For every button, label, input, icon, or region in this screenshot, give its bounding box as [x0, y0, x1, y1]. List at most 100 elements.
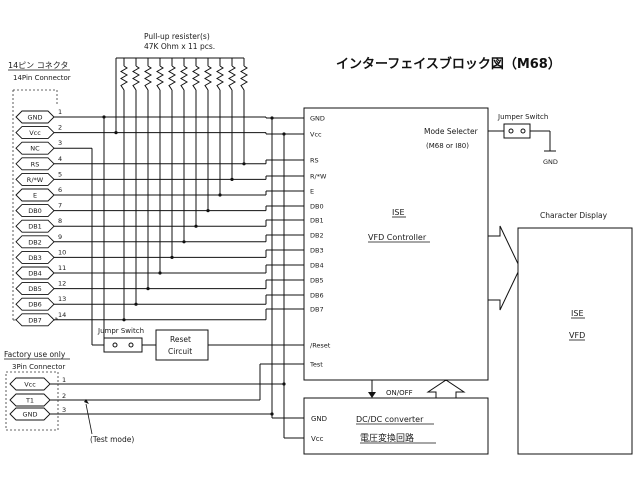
connector14-label-jp: 14ピン コネクタ: [8, 61, 68, 70]
reset-line1: Reset: [170, 335, 191, 344]
connector14-pin-name: DB6: [28, 301, 42, 309]
jumper-top-label: Jumper Switch: [497, 113, 548, 121]
connector14-pin-number: 12: [58, 280, 66, 288]
resistor: [168, 65, 176, 91]
controller-pin-label: DB7: [310, 306, 324, 314]
connector3-label-en: 3Pin Connector: [12, 363, 65, 371]
connector3-pin-number: 2: [62, 392, 66, 400]
dcdc-converter-block: [303, 397, 489, 455]
connector14-pin-name: GND: [28, 114, 43, 122]
connector14-pin-name: RS: [31, 160, 40, 168]
controller-pin-label: DB0: [310, 203, 324, 211]
connector14-pin-number: 6: [58, 186, 62, 194]
controller-pin-label: GND: [310, 115, 325, 123]
connector3-factory-label: Factory use only: [4, 350, 66, 359]
vfd-controller-block: [303, 107, 489, 381]
resistor: [228, 65, 236, 91]
connector14-pin-name: NC: [30, 145, 40, 153]
jumper-top-gnd: GND: [543, 158, 558, 166]
power-arrow: [426, 379, 466, 399]
connector3-pin: [9, 393, 51, 407]
display-title: Character Display: [540, 211, 608, 220]
connector14-pin-number: 10: [58, 248, 66, 256]
reset-line2: Circuit: [168, 347, 192, 356]
resistor: [132, 65, 140, 91]
controller-pin-label: DB4: [310, 262, 324, 270]
resistor: [216, 65, 224, 91]
connector14-pin-number: 9: [58, 233, 62, 241]
controller-pin-label: /Reset: [310, 342, 331, 350]
dcdc-line2: 電圧変換回路: [360, 432, 414, 444]
display-line2: VFD: [569, 331, 585, 340]
resistor-label-2: 47K Ohm x 11 pcs.: [144, 42, 215, 51]
connector14-pin-name: R/*W: [27, 176, 44, 184]
connector14-pin-name: E: [33, 192, 37, 200]
connector3-pin-name: T1: [25, 397, 34, 405]
resistor: [240, 65, 248, 91]
connector3-pin-number: 1: [62, 376, 66, 384]
dcdc-gnd: GND: [311, 415, 327, 423]
controller-subtitle: VFD Controller: [368, 233, 427, 242]
diagram-title: インターフェイスブロック図（M68）: [336, 56, 561, 72]
connector3-pin: [9, 407, 51, 421]
dcdc-line1: DC/DC converter: [356, 415, 424, 424]
controller-pin-label: DB2: [310, 232, 324, 240]
connector14-pin-name: DB0: [28, 207, 42, 215]
connector14-pin-number: 13: [58, 295, 66, 303]
controller-pin-label: DB3: [310, 247, 324, 255]
resistor: [192, 65, 200, 91]
resistor: [156, 65, 164, 91]
connector14-pin-number: 14: [58, 311, 66, 319]
connector14-pin-name: DB7: [28, 316, 42, 324]
controller-pin-label: DB6: [310, 292, 324, 300]
connector14-pin-number: 3: [58, 139, 62, 147]
connector3-pin-name: Vcc: [24, 381, 36, 389]
connector14-pin-number: 1: [58, 108, 62, 116]
data-arrow: [487, 225, 521, 311]
resistor: [204, 65, 212, 91]
controller-pin-label: Test: [309, 361, 323, 369]
connector14-pin-number: 4: [58, 155, 62, 163]
connector3-pin-number: 3: [62, 406, 66, 414]
test-mode-label: (Test mode): [90, 435, 134, 444]
connector14-pin-name: DB4: [28, 270, 42, 278]
connector14-pin-number: 5: [58, 170, 62, 178]
controller-pin-label: DB1: [310, 217, 324, 225]
reset-circuit-block: [155, 329, 209, 361]
controller-pin-label: R/*W: [310, 173, 327, 181]
connector14-pin-name: DB2: [28, 238, 42, 246]
connector3-pin-name: GND: [23, 411, 38, 419]
connector14-pin-number: 7: [58, 202, 62, 210]
connector14-pin-name: Vcc: [29, 129, 41, 137]
connector14-pin-number: 8: [58, 217, 62, 225]
mode-selecter-sub: (M68 or I80): [426, 142, 469, 150]
controller-name: ISE: [392, 208, 405, 217]
connector14-pin-name: DB1: [28, 223, 42, 231]
controller-pin-label: E: [310, 188, 314, 196]
connector14-pin-name: DB5: [28, 285, 42, 293]
controller-pin-label: DB5: [310, 277, 324, 285]
connector3-pin: [9, 377, 51, 391]
dcdc-vcc: Vcc: [311, 435, 324, 443]
resistor: [120, 65, 128, 91]
jumper-reset-label: Jumpr Switch: [97, 327, 144, 335]
character-display: [517, 227, 633, 455]
mode-selecter-label: Mode Selecter: [424, 127, 479, 136]
jumper-switch-reset[interactable]: [103, 337, 143, 353]
jumper-switch-top[interactable]: [503, 123, 531, 139]
connector14-label-en: 14Pin Connector: [13, 74, 71, 82]
controller-pin-label: RS: [310, 157, 319, 165]
onoff-label: ON/OFF: [386, 389, 413, 397]
connector14-pin-number: 2: [58, 124, 62, 132]
display-line1: ISE: [571, 309, 584, 318]
controller-pin-label: Vcc: [310, 131, 322, 139]
connector14-pin-number: 11: [58, 264, 66, 272]
resistor-label-1: Pull-up resister(s): [144, 32, 210, 41]
connector14-pin-name: DB3: [28, 254, 42, 262]
pull-up-resistors: [120, 58, 248, 91]
resistor: [144, 65, 152, 91]
resistor: [180, 65, 188, 91]
